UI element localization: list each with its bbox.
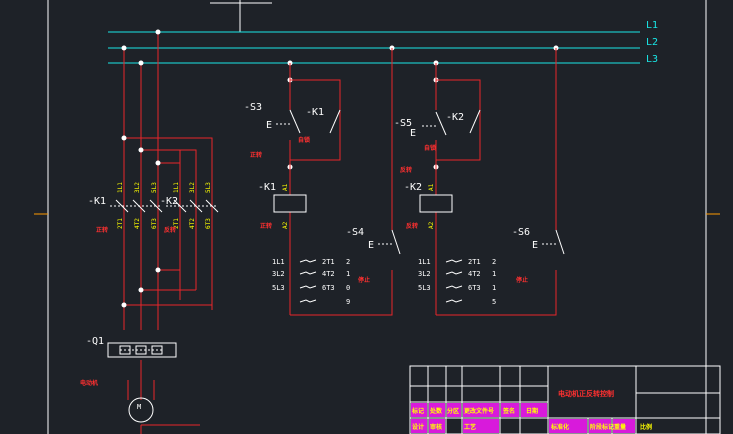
k1-term-5: 4T2	[134, 218, 141, 229]
k2-coil-note: 反转	[406, 222, 418, 230]
tb-small-2: 重量	[614, 423, 626, 431]
k2-power-tag: -K2	[160, 196, 178, 207]
tb-cell-7: 审核	[430, 423, 442, 431]
r1-num-3: 9	[346, 298, 350, 306]
k2-term-6: 6T3	[205, 218, 212, 229]
motor: M 电动机	[80, 379, 154, 423]
control-circuit-2: E -S5 反转 -K2 自锁 -K2 A1 A2 反转 1L1 3L2 5L3…	[394, 48, 557, 316]
k1-power-contactor: -K1 1L1 3L2 5L3 2T1 4T2 6T3 正转	[88, 182, 163, 234]
r2-num-0: 2	[492, 258, 496, 266]
k2-power-note: 反转	[164, 226, 176, 234]
r2-left-0: 1L1	[418, 258, 431, 266]
tb-cell-0: 标记	[411, 407, 424, 415]
s4-tag: -S4	[346, 227, 364, 238]
title-block: 电动机正反转控制 标记 处数 分区 更改文件号 签名 日期 设计 审核 工艺 标…	[409, 365, 721, 434]
r1-left-0: 1L1	[272, 258, 285, 266]
bus-label-l2: L2	[646, 37, 658, 48]
tb-cell-1: 处数	[429, 407, 443, 415]
r2-right-1: 4T2	[468, 270, 481, 278]
r2-num-1: 1	[492, 270, 496, 278]
k2-term-3: 5L3	[205, 182, 212, 193]
r1-num-2: 0	[346, 284, 350, 292]
k2-term-5: 4T2	[189, 218, 196, 229]
r2-num-2: 1	[492, 284, 496, 292]
tb-cell-3: 更改文件号	[464, 407, 494, 415]
s3-tag: -S3	[244, 102, 262, 113]
svg-text:E: E	[266, 120, 272, 131]
k1-term-2: 3L2	[134, 182, 141, 193]
r1-left-1: 3L2	[272, 270, 285, 278]
s5-tag: -S5	[394, 118, 412, 129]
r1-left-2: 5L3	[272, 284, 285, 292]
tb-cell-4: 签名	[502, 407, 515, 415]
k1-term-3: 5L3	[151, 182, 158, 193]
k1-coil-tag: -K1	[258, 182, 276, 193]
k2-term-1: 1L1	[173, 182, 180, 193]
r2-right-0: 2T1	[468, 258, 481, 266]
bus-label-l3: L3	[646, 54, 658, 65]
k1-coil-a1: A1	[282, 183, 289, 191]
k1-coil-a2: A2	[282, 221, 289, 229]
k1-aux-tag: -K1	[306, 107, 324, 118]
r1-right-1: 4T2	[322, 270, 335, 278]
s6-note: 停止	[516, 276, 528, 284]
k2-term-2: 3L2	[189, 182, 196, 193]
k2-coil-a2: A2	[428, 221, 435, 229]
k2-coil-a1: A1	[428, 183, 435, 191]
power-junctions	[121, 29, 559, 308]
motor-note: 电动机	[80, 379, 98, 387]
s4-note: 停止	[358, 276, 370, 284]
r2-left-2: 5L3	[418, 284, 431, 292]
title-text: 电动机正反转控制	[558, 389, 614, 398]
svg-text:E: E	[410, 128, 416, 139]
tb-small-3: 比例	[640, 423, 652, 431]
k2-coil-tag: -K2	[404, 182, 422, 193]
power-circuit	[123, 32, 213, 434]
bus-lines: L1 L2 L3	[108, 20, 658, 65]
r1-num-0: 2	[346, 258, 350, 266]
k1-term-6: 6T3	[151, 218, 158, 229]
svg-text:E: E	[368, 240, 374, 251]
motor-label: M	[137, 403, 141, 411]
drawing-frame	[34, 0, 720, 434]
k1-coil-note: 正转	[260, 222, 272, 230]
q1-breaker: -Q1	[86, 336, 177, 358]
tb-cell-5: 日期	[526, 407, 538, 415]
k2-aux-tag: -K2	[446, 112, 464, 123]
k2-power-contactor: -K2 1L1 3L2 5L3 2T1 4T2 6T3 反转	[160, 182, 219, 234]
s3-note: 正转	[250, 151, 262, 159]
k1-aux-note: 自锁	[298, 136, 310, 144]
tb-cell-8: 工艺	[464, 423, 476, 431]
k1-power-note: 正转	[96, 226, 108, 234]
tb-small-0: 标准化	[550, 423, 569, 431]
k2-term-4: 2T1	[173, 218, 180, 229]
svg-text:E: E	[532, 240, 538, 251]
r2-left-1: 3L2	[418, 270, 431, 278]
k2-aux-note: 自锁	[424, 144, 436, 152]
k1-term-1: 1L1	[117, 182, 124, 193]
bus-label-l1: L1	[646, 20, 658, 31]
q1-tag: -Q1	[86, 336, 104, 347]
tb-cell-2: 分区	[447, 407, 459, 415]
tb-cell-6: 设计	[412, 423, 424, 431]
r2-right-2: 6T3	[468, 284, 481, 292]
tb-small-1: 阶段标记	[590, 423, 614, 431]
control-circuit-3: -S6 E 停止	[512, 227, 565, 284]
k1-power-tag: -K1	[88, 196, 106, 207]
s5-note: 反转	[400, 166, 412, 174]
control-circuit-1: E -S3 正转 -K1 自锁 -K1 A1 A2 正转 -S4 E 停止 1L…	[244, 48, 401, 316]
r1-right-2: 6T3	[322, 284, 335, 292]
r2-num-3: 5	[492, 298, 496, 306]
r1-num-1: 1	[346, 270, 350, 278]
r1-right-0: 2T1	[322, 258, 335, 266]
k1-term-4: 2T1	[117, 218, 124, 229]
s6-tag: -S6	[512, 227, 530, 238]
